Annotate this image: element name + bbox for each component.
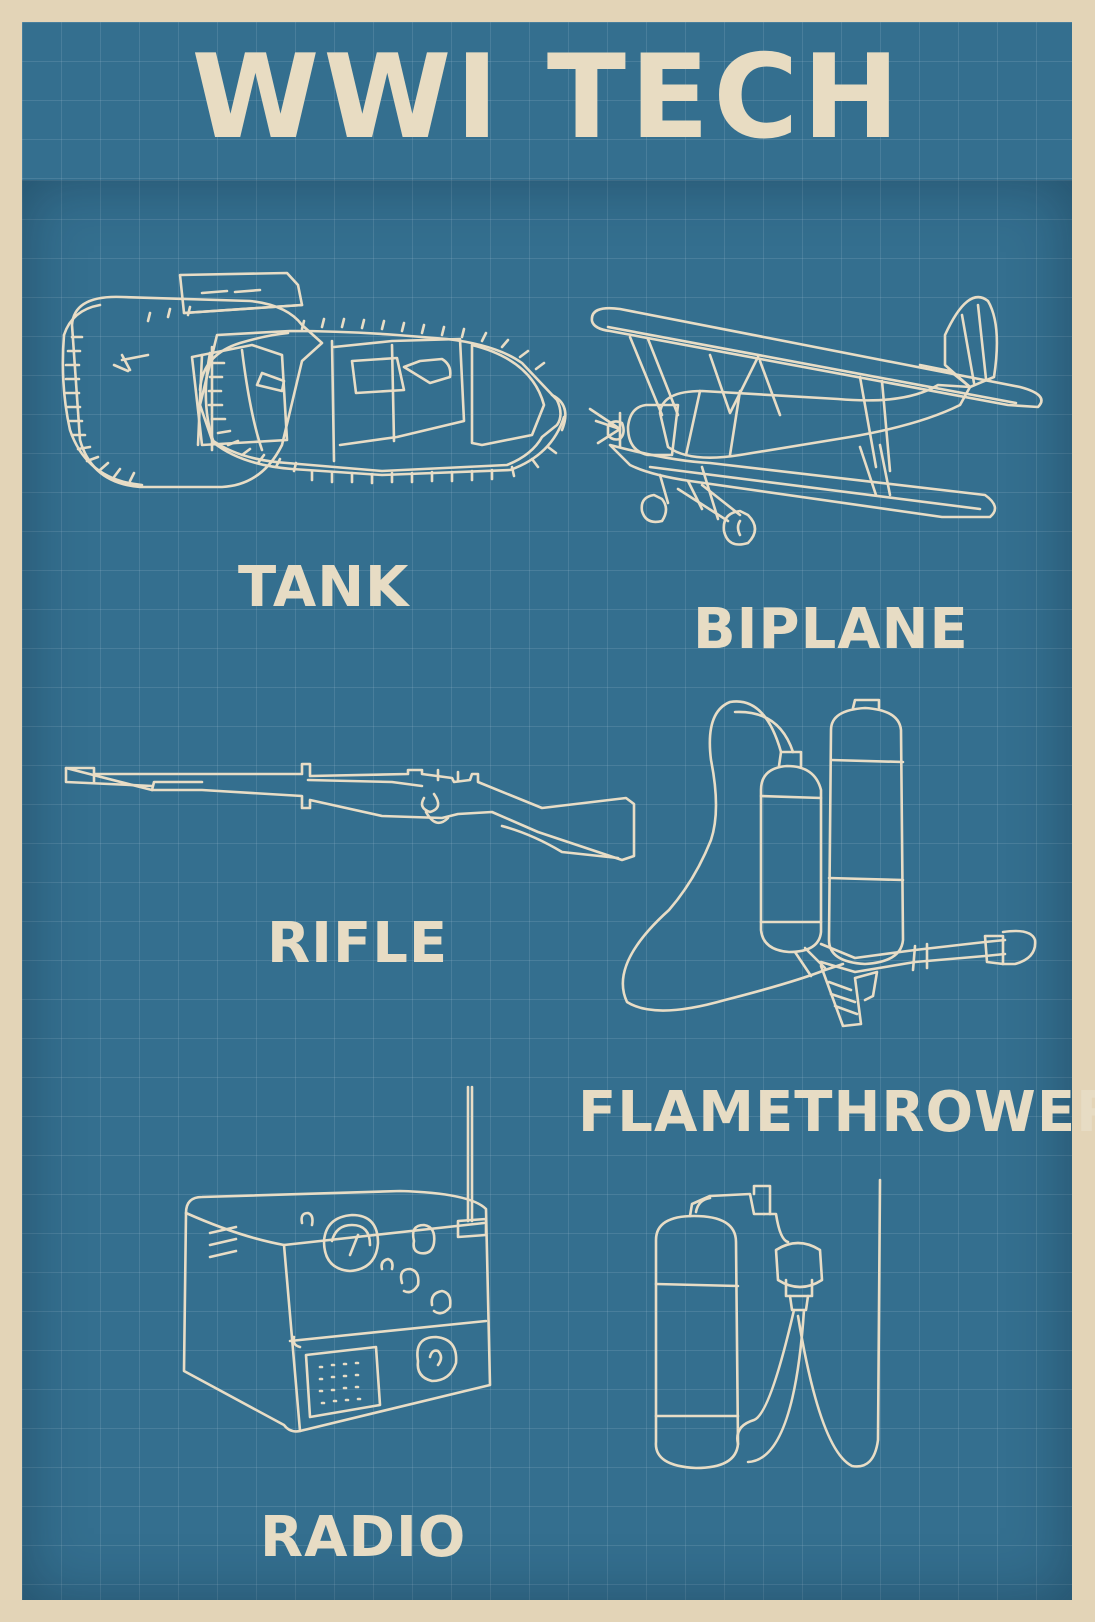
biplane-label: BIPLANE: [693, 597, 969, 662]
radio-label: RADIO: [260, 1505, 467, 1570]
flamethrower-tank-icon: [654, 1178, 882, 1470]
blueprint-panel: [22, 180, 1072, 1600]
tank-label: TANK: [238, 555, 410, 620]
tank-icon: [61, 271, 567, 489]
title-band: [22, 22, 1072, 202]
biplane-icon: [588, 295, 1043, 546]
flamethrower-icon: [621, 698, 1037, 1028]
rifle-label: RIFLE: [267, 911, 449, 976]
page-title: WWI TECH: [191, 30, 904, 165]
radio-icon: [182, 1085, 492, 1433]
flamethrower-label: FLAMETHROWER: [578, 1080, 1095, 1145]
rifle-icon: [64, 762, 636, 862]
